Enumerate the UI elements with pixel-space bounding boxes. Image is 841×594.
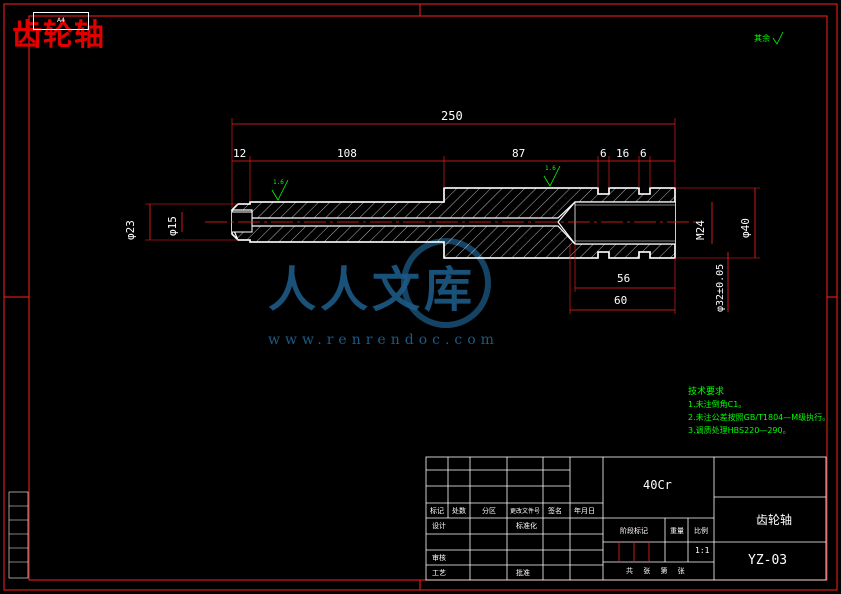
part-name: 齿轮轴 [756, 513, 793, 527]
watermark-url: www.renrendoc.com [268, 332, 499, 348]
tb-sign: 签名 [548, 507, 562, 515]
tb-zone: 分区 [482, 507, 496, 515]
tb-standardize: 标准化 [516, 522, 537, 530]
dim-seg2: 108 [337, 147, 357, 160]
dim-groove2: 6 [640, 147, 647, 160]
roughness-symbol-2 [543, 165, 561, 187]
dim-bore60: 60 [614, 294, 628, 307]
dim-thread: M24 [694, 220, 707, 240]
tech-requirement-1: 1.未注倒角C1。 [688, 400, 747, 409]
tb-stage: 阶段标记 [620, 527, 648, 535]
tb-date: 年月日 [574, 507, 595, 515]
watermark-logo: 人人文库 [268, 262, 477, 318]
scale-value: 1:1 [695, 546, 710, 555]
roughness-symbol-1 [271, 179, 289, 201]
roughness-note: 其余 [754, 34, 770, 43]
roughness-symbol-corner [772, 31, 784, 45]
left-strip [8, 491, 29, 579]
tb-scale: 比例 [694, 527, 708, 535]
title-block-grid [425, 456, 827, 581]
tech-requirement-2: 2.未注公差按照GB/T1804—M级执行。 [688, 413, 831, 422]
tb-count: 处数 [452, 507, 466, 515]
stage-marks [618, 542, 650, 562]
material: 40Cr [643, 478, 672, 492]
dim-dia23: φ23 [124, 220, 137, 240]
dim-groove1: 6 [600, 147, 607, 160]
tb-design: 设计 [432, 522, 446, 530]
dim-bore56: 56 [617, 272, 631, 285]
dim-seg1: 12 [233, 147, 247, 160]
tb-sheets: 共 张 第 张 [626, 567, 685, 575]
tb-mark: 标记 [430, 507, 444, 515]
size-box: A4 [33, 12, 89, 30]
dim-dia32: φ32±0.05 [715, 263, 726, 312]
tb-process: 工艺 [432, 569, 446, 577]
tb-approve: 批准 [516, 569, 530, 577]
roughness-value-2: 1.6 [545, 165, 556, 172]
roughness-value-1: 1.6 [273, 179, 284, 186]
tb-weight: 重量 [670, 527, 684, 535]
dim-seg3: 87 [512, 147, 526, 160]
drawing-number: YZ-03 [748, 553, 788, 568]
threaded-bore [557, 201, 675, 245]
tech-requirement-3: 3.调质处理HBS220—290。 [688, 426, 791, 435]
dim-between: 16 [616, 147, 630, 160]
tech-requirements-heading: 技术要求 [688, 387, 725, 397]
tb-review: 审核 [432, 554, 446, 562]
tb-change-doc: 更改文件号 [510, 508, 541, 515]
dim-dia40: φ40 [739, 218, 752, 238]
dim-dia15: φ15 [166, 216, 179, 236]
dim-total-length: 250 [441, 109, 463, 123]
